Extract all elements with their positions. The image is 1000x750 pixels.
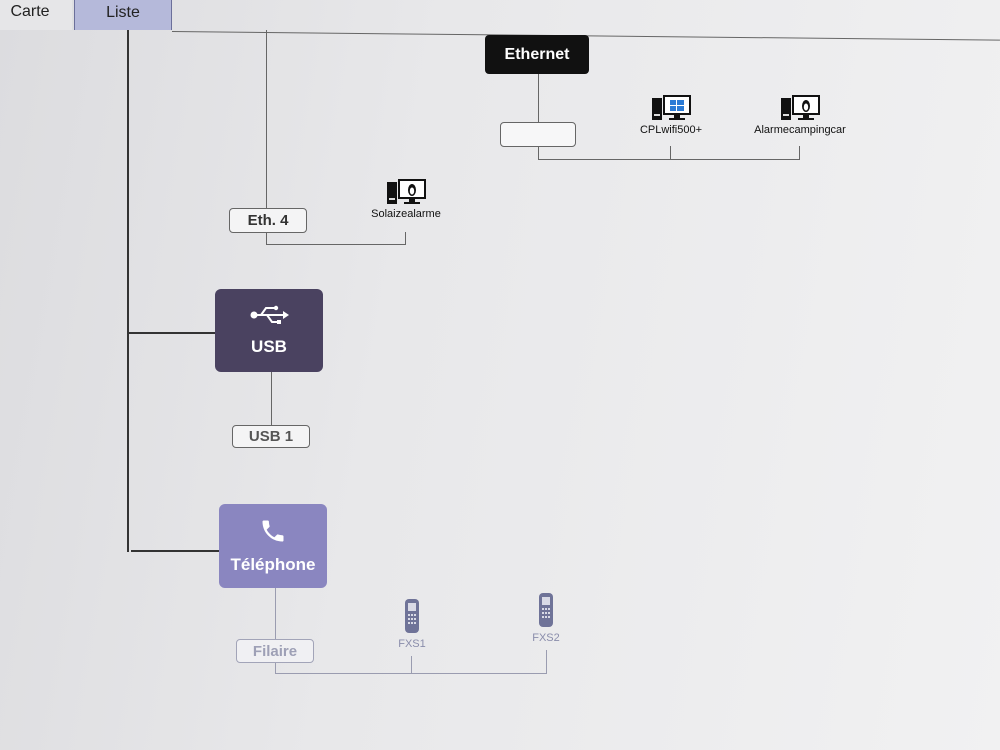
filaire-port-box[interactable]: Filaire	[236, 639, 314, 663]
ethernet-label: Ethernet	[504, 45, 570, 63]
usb1-port-box[interactable]: USB 1	[232, 425, 310, 448]
ethernet-device-line	[538, 159, 800, 160]
telephone-down-line	[275, 588, 276, 674]
usb-icon	[250, 305, 289, 324]
usb-node[interactable]: USB	[215, 289, 323, 372]
tree-trunk-line	[127, 30, 129, 552]
handset-icon	[405, 599, 419, 633]
telephone-branch-line	[131, 550, 219, 552]
tab-bar: Carte Liste	[0, 0, 1000, 32]
usb-branch-line	[127, 332, 217, 334]
device-fxs2[interactable]: FXS2	[524, 592, 568, 644]
telephone-label: Téléphone	[230, 555, 316, 574]
device-solaizealarme[interactable]: Solaizealarme	[358, 178, 454, 220]
eth4-port-box[interactable]: Eth. 4	[229, 208, 307, 233]
device-cplwifi[interactable]: CPLwifi500+	[628, 94, 714, 136]
cplwifi-drop-line	[670, 146, 671, 160]
device-fxs1[interactable]: FXS1	[390, 598, 434, 650]
fxs2-drop-line	[546, 650, 547, 674]
linux-computer-icon	[781, 95, 820, 120]
eth4-device-line	[266, 244, 406, 245]
ethernet-port-box[interactable]	[500, 122, 576, 147]
usb-label: USB	[251, 336, 287, 356]
usb1-label: USB 1	[248, 428, 294, 445]
ethernet-node[interactable]: Ethernet	[485, 35, 589, 74]
telephone-node[interactable]: Téléphone	[219, 504, 327, 588]
fxs1-drop-line	[411, 656, 412, 674]
usb-down-line	[271, 372, 272, 425]
tab-carte[interactable]: Carte	[0, 0, 72, 30]
ethernet-port-line	[538, 147, 539, 160]
eth4-label: Eth. 4	[247, 212, 289, 229]
windows-computer-icon	[652, 95, 691, 120]
filaire-label: Filaire	[252, 642, 298, 660]
device-alarmecampingcar[interactable]: Alarmecampingcar	[745, 94, 855, 136]
device-name: FXS2	[532, 632, 560, 644]
handset-icon	[539, 593, 553, 627]
solaize-drop-line	[405, 232, 406, 245]
eth4-branch-line	[266, 30, 267, 245]
linux-computer-icon	[387, 179, 426, 204]
device-name: CPLwifi500+	[639, 124, 703, 136]
alarme-drop-line	[799, 146, 800, 160]
device-name: FXS1	[398, 638, 426, 650]
phone-icon	[262, 520, 284, 542]
ethernet-down-line	[538, 74, 539, 122]
tab-liste[interactable]: Liste	[74, 0, 172, 30]
device-name: Solaizealarme	[371, 208, 441, 220]
device-name: Alarmecampingcar	[754, 124, 846, 136]
